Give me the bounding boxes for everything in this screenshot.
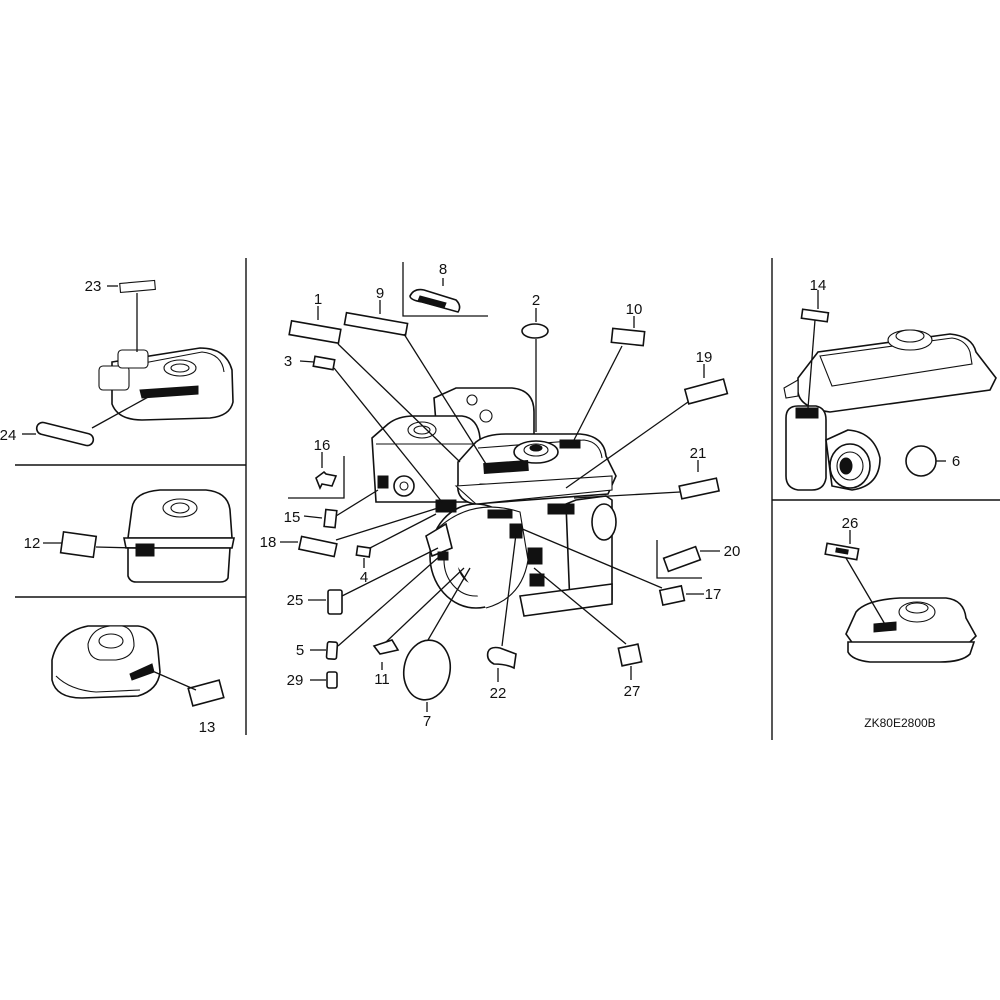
callout-21: 21 [690,445,707,462]
callout-16: 16 [314,437,331,454]
callout-18: 18 [260,534,277,551]
fuel-tank-panel-a [22,279,234,447]
callout-13: 13 [199,719,216,736]
tank-top-panel [824,530,977,663]
panel-dividers [15,258,1000,740]
callout-8: 8 [439,261,447,278]
callout-11: 11 [374,671,390,688]
callout-3: 3 [284,353,292,370]
callout-14: 14 [810,277,827,294]
tank-cover-panel [51,625,225,707]
callout-25: 25 [287,592,304,609]
callout-numbers: 1 2 3 4 5 6 7 8 9 10 11 12 13 14 15 16 1… [0,261,960,736]
callout-19: 19 [696,349,713,366]
callout-23: 23 [85,278,102,295]
callout-9: 9 [376,285,384,302]
callout-5: 5 [296,642,304,659]
callout-6: 6 [952,453,960,470]
tank-side-panel [783,290,997,491]
callout-22: 22 [490,685,507,702]
callout-12: 12 [24,535,41,552]
callout-4: 4 [360,569,368,586]
fuel-tank-panel-b [43,489,235,583]
leader-lines [280,278,720,712]
callout-20: 20 [724,543,741,560]
engine-assembly [371,387,617,617]
callout-27: 27 [624,683,641,700]
callout-29: 29 [287,672,304,689]
callout-26: 26 [842,515,859,532]
callout-2: 2 [532,292,540,309]
callout-7: 7 [423,713,431,730]
callout-17: 17 [705,586,722,603]
callout-10: 10 [626,301,643,318]
callout-15: 15 [284,509,301,526]
callout-1: 1 [314,291,322,308]
callout-24: 24 [0,427,16,444]
drawing-code: ZK80E2800B [864,716,935,730]
label-parts [288,288,729,701]
